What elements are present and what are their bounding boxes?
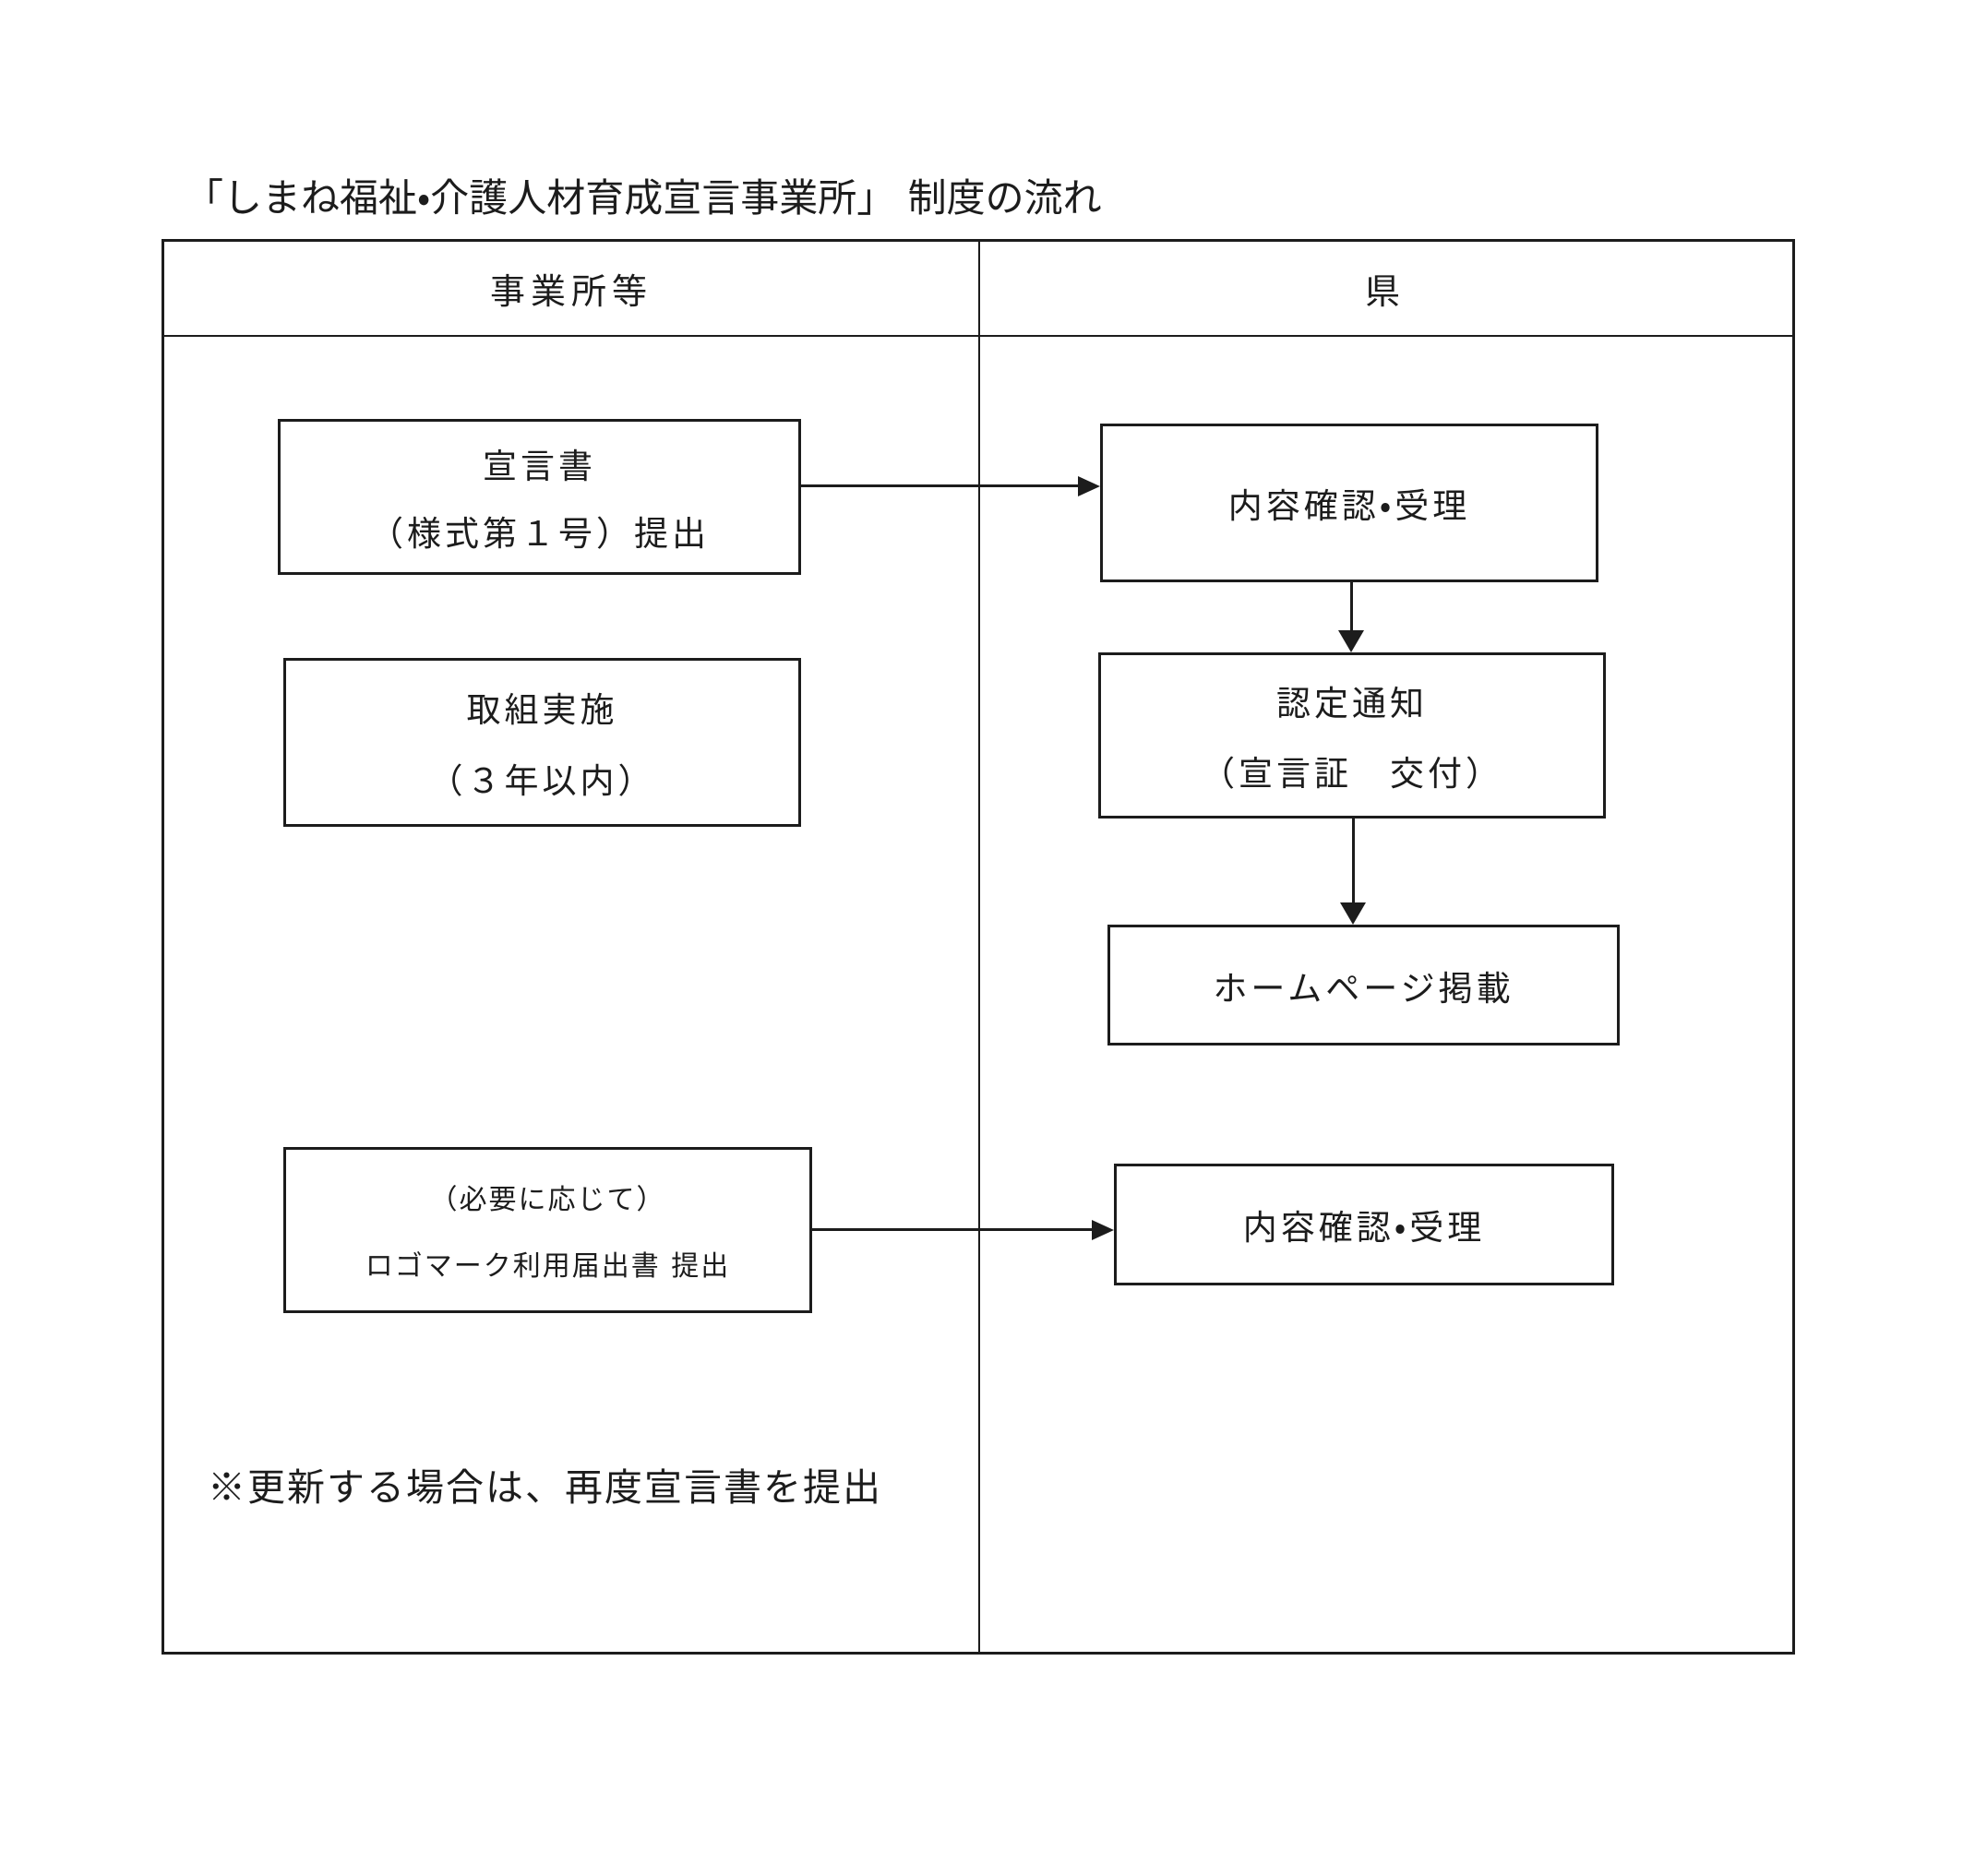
header-cell-prefecture: 県 bbox=[1364, 271, 1406, 312]
arrow-line bbox=[812, 1228, 1094, 1231]
arrow-head-right-icon bbox=[1092, 1220, 1114, 1240]
flow-table: 事業所等 県 bbox=[162, 239, 1795, 1655]
arrow-line bbox=[1352, 819, 1355, 903]
header-cell-offices: 事業所等 bbox=[489, 271, 652, 312]
arrow-line bbox=[801, 484, 1080, 487]
box-line: （３年以内） bbox=[428, 761, 656, 801]
box-line: （宣言証 交付） bbox=[1201, 754, 1503, 794]
box-line: （必要に応じて） bbox=[429, 1183, 666, 1216]
arrow-head-right-icon bbox=[1078, 476, 1100, 496]
box-line: （様式第１号）提出 bbox=[369, 513, 710, 554]
flow-box-logo-notification: （必要に応じて） ロゴマーク利用届出書 提出 bbox=[283, 1147, 812, 1313]
box-line: 宣言書 bbox=[483, 447, 596, 487]
flow-box-review1: 内容確認・受理 bbox=[1100, 424, 1598, 582]
arrow-head-down-icon bbox=[1338, 630, 1364, 652]
box-line: ロゴマーク利用届出書 提出 bbox=[365, 1250, 731, 1284]
box-line: 認定通知 bbox=[1276, 684, 1428, 723]
renewal-note: ※更新する場合は、再度宣言書を提出 bbox=[208, 1465, 882, 1510]
arrow-line bbox=[1350, 582, 1353, 631]
flow-box-declaration: 宣言書 （様式第１号）提出 bbox=[278, 419, 801, 575]
flow-box-homepage: ホームページ掲載 bbox=[1107, 925, 1620, 1046]
box-line: 内容確認・受理 bbox=[1227, 486, 1471, 526]
box-line: 内容確認・受理 bbox=[1242, 1208, 1486, 1248]
column-divider bbox=[978, 242, 980, 1652]
flow-box-review2: 内容確認・受理 bbox=[1114, 1164, 1614, 1285]
flow-box-implementation: 取組実施 （３年以内） bbox=[283, 658, 801, 827]
box-line: 取組実施 bbox=[466, 690, 618, 730]
flow-box-certification-notice: 認定通知 （宣言証 交付） bbox=[1098, 652, 1606, 819]
arrow-head-down-icon bbox=[1340, 902, 1366, 925]
box-line: ホームページ掲載 bbox=[1213, 968, 1514, 1009]
page-title: 「しまね福祉・介護人材育成宣言事業所」 制度の流れ bbox=[185, 175, 1102, 221]
